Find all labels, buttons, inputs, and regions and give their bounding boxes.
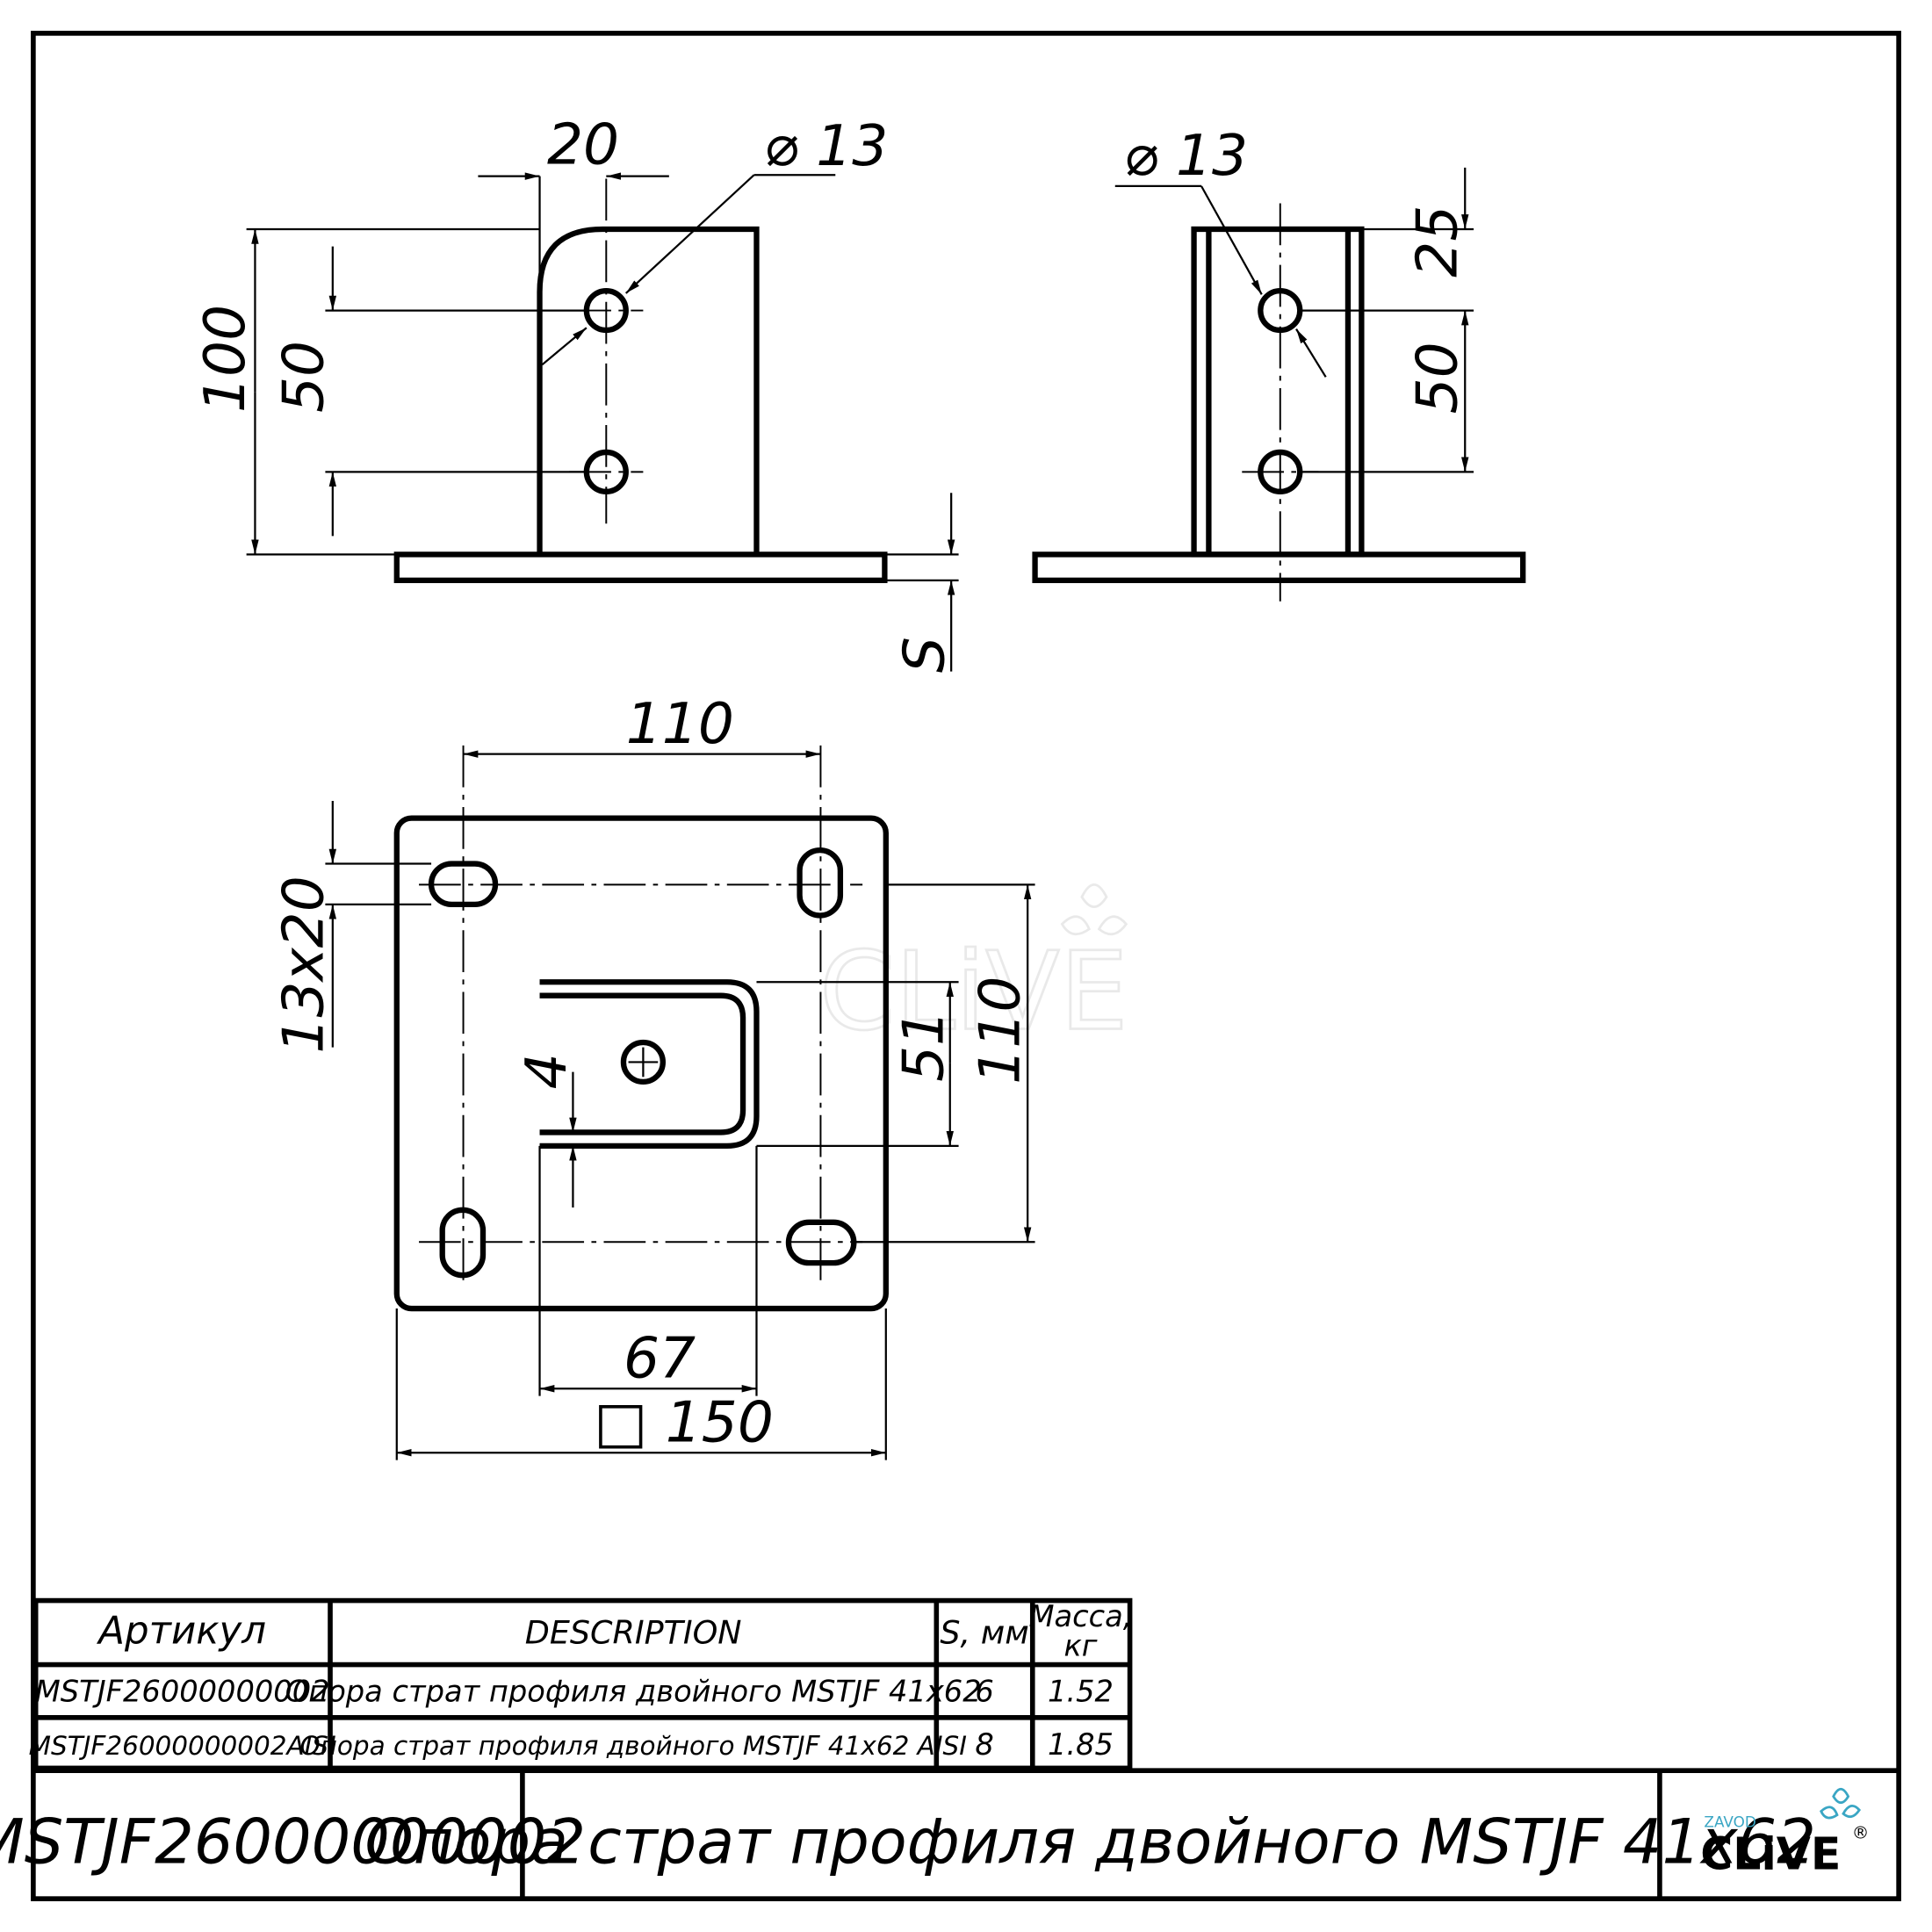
title-name: Опора страт профиля двойного MSTJF 41x62 bbox=[364, 1806, 1815, 1878]
title-block: MSTJF26000000002 Опора страт профиля дво… bbox=[0, 1768, 1900, 1900]
title-code: MSTJF26000000002 bbox=[0, 1806, 586, 1878]
dim-51: 51 bbox=[890, 1010, 956, 1082]
dim-25: 25 bbox=[1404, 205, 1470, 278]
leaf-icon bbox=[1820, 1787, 1861, 1820]
dim-100: 100 bbox=[192, 305, 258, 413]
front-base bbox=[393, 551, 888, 583]
header-mass-unit: кг bbox=[1063, 1629, 1097, 1663]
side-view: ⌀ 13 25 50 bbox=[1032, 123, 1526, 602]
row-1-s: 6 bbox=[975, 1675, 993, 1709]
dim-side-hole-dia: ⌀ 13 bbox=[1124, 123, 1248, 189]
dim-20: 20 bbox=[547, 112, 619, 178]
logo-main-text: CLiVE bbox=[1700, 1827, 1841, 1879]
row-1-description: Опора страт профиля двойного MSTJF 41x62 bbox=[285, 1675, 982, 1709]
spec-table: Артикул DESCRIPTION S, мм Масса, кг MSTJ… bbox=[29, 1597, 1132, 1771]
row-1-mass: 1.52 bbox=[1048, 1675, 1114, 1709]
dim-50-side: 50 bbox=[1404, 342, 1470, 414]
dim-s: S bbox=[892, 637, 958, 673]
plan-channel-outer bbox=[539, 979, 760, 1150]
header-mass: Масса, bbox=[1028, 1599, 1132, 1633]
dim-110-v: 110 bbox=[967, 977, 1033, 1085]
front-plate bbox=[537, 226, 760, 555]
header-s-mm: S, мм bbox=[940, 1614, 1028, 1652]
dim-front-hole-dia: ⌀ 13 bbox=[764, 113, 888, 179]
watermark: CLiVE bbox=[818, 883, 1129, 1056]
plan-base bbox=[393, 815, 889, 1312]
drawing-frame bbox=[31, 31, 1901, 1901]
logo-small-text: ZAVOD bbox=[1704, 1813, 1755, 1831]
plan-view: 110 13x20 51 110 4 67 □ 150 bbox=[271, 691, 1035, 1460]
row-1-article: MSTJF26000000002 bbox=[35, 1675, 330, 1709]
slot-top-right bbox=[797, 847, 844, 919]
dim-13x20: 13x20 bbox=[271, 876, 337, 1053]
row-2-article: MSTJF26000000002AISI bbox=[29, 1731, 336, 1761]
row-2-s: 8 bbox=[975, 1727, 993, 1762]
dim-50-front: 50 bbox=[271, 341, 337, 413]
dim-67: 67 bbox=[624, 1326, 696, 1392]
plan-center-hole bbox=[620, 1039, 667, 1085]
clive-logo: ZAVOD CLiVE ® bbox=[1700, 1787, 1870, 1879]
header-description: DESCRIPTION bbox=[525, 1614, 742, 1652]
plan-channel-inner bbox=[539, 992, 746, 1135]
logo-registered-mark: ® bbox=[1852, 1822, 1870, 1842]
header-article: Артикул bbox=[96, 1610, 266, 1654]
row-2-mass: 1.85 bbox=[1048, 1727, 1114, 1762]
front-view: 20 ⌀ 13 100 50 S bbox=[192, 112, 959, 673]
side-channel bbox=[1191, 226, 1365, 558]
dim-110-h: 110 bbox=[626, 691, 734, 757]
dim-4: 4 bbox=[514, 1053, 580, 1089]
svg-text:CLiVE: CLiVE bbox=[819, 929, 1128, 1056]
dim-150: □ 150 bbox=[594, 1390, 774, 1456]
row-2-description: Опора страт профиля двойного MSTJF 41x62… bbox=[299, 1731, 966, 1761]
side-base bbox=[1032, 551, 1526, 583]
